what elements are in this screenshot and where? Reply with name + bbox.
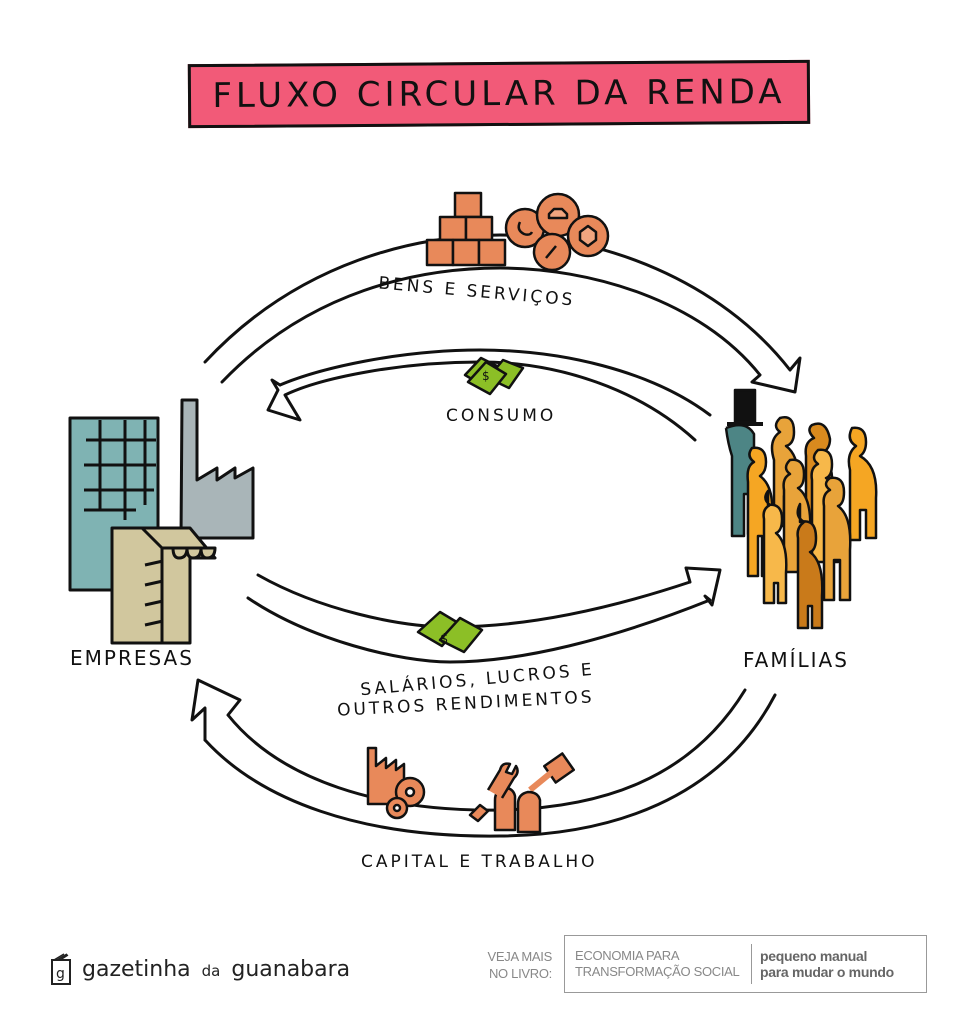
brand-name-end: guanabara xyxy=(231,956,351,982)
brand-name-main: gazetinha xyxy=(82,956,191,982)
see-more-label: VEJA MAIS NO LIVRO: xyxy=(478,948,553,982)
money-bills-icon-salarios: $ xyxy=(416,610,484,654)
brand-logo: g gazetinha da guanabara xyxy=(50,952,350,986)
arrow-salarios xyxy=(246,566,722,664)
flow-label-capital-trabalho: CAPITAL E TRABALHO xyxy=(361,852,598,872)
see-more-line1: VEJA MAIS xyxy=(487,949,553,964)
gears-and-tools-icon xyxy=(366,746,575,834)
money-bills-icon-consumo: $ xyxy=(463,356,525,396)
svg-text:$: $ xyxy=(482,369,490,383)
book-subtitle-line1: pequeno manual xyxy=(760,948,868,964)
flow-label-consumo: CONSUMO xyxy=(446,406,557,426)
svg-text:$: $ xyxy=(440,632,448,647)
book-reference: ECONOMIA PARA TRANSFORMAÇÃO SOCIAL peque… xyxy=(564,935,927,993)
see-more-line2: NO LIVRO: xyxy=(488,966,552,981)
people-group-icon xyxy=(724,388,878,630)
book-subtitle: pequeno manual para mudar o mundo xyxy=(752,948,894,980)
book-title: ECONOMIA PARA TRANSFORMAÇÃO SOCIAL xyxy=(565,944,752,984)
node-label-empresas: EMPRESAS xyxy=(70,646,194,670)
buildings-factory-shop-icon xyxy=(68,398,255,645)
book-subtitle-line2: para mudar o mundo xyxy=(760,964,894,980)
goods-and-services-icon xyxy=(425,191,610,272)
book-title-line2: TRANSFORMAÇÃO SOCIAL xyxy=(575,964,740,979)
node-label-familias: FAMÍLIAS xyxy=(743,648,849,672)
book-logo-icon: g xyxy=(51,953,71,985)
arrow-bens-servicos xyxy=(203,233,802,394)
brand-name-small: da xyxy=(201,961,221,980)
svg-text:g: g xyxy=(56,966,65,982)
book-title-line1: ECONOMIA PARA xyxy=(575,948,680,963)
